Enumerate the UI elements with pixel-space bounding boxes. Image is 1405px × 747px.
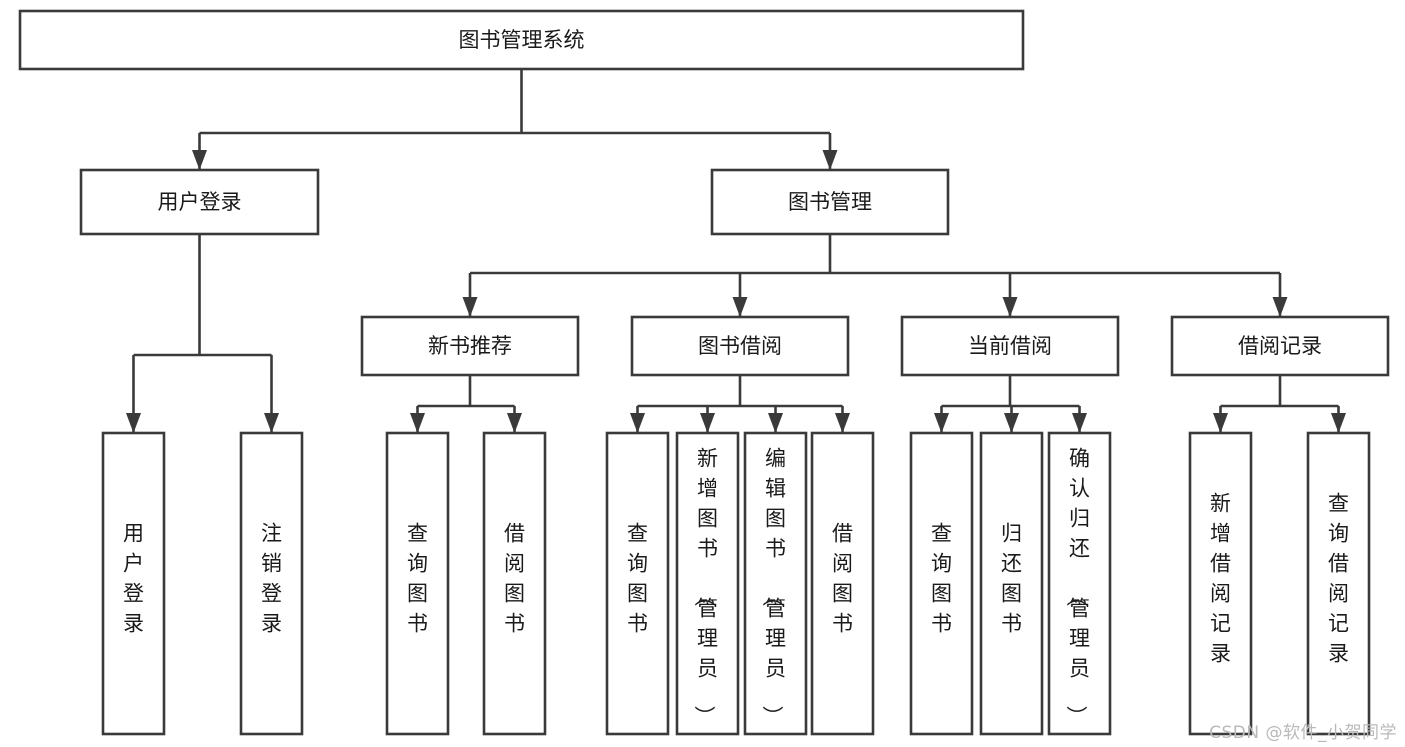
node-box-root[interactable] <box>18 9 1025 71</box>
node-leaf-add-book-admin[interactable]: 新增图书（管理员） <box>675 431 740 736</box>
arrow-head-icon <box>732 297 748 317</box>
node-label-leaf-return-book: 归还图书 <box>1001 522 1022 636</box>
node-label-root: 图书管理系统 <box>459 28 585 52</box>
node-label-current-borrow: 当前借阅 <box>968 334 1052 358</box>
node-box-leaf-borrow-book-2[interactable] <box>810 431 875 736</box>
node-leaf-query-book-2[interactable]: 查询图书 <box>605 431 670 736</box>
arrow-head-icon <box>1213 413 1228 433</box>
node-label-leaf-confirm-return-admin: 确认归还（管理员） <box>1064 447 1090 727</box>
node-box-leaf-query-book-1[interactable] <box>385 431 450 736</box>
node-new-book-recommend[interactable]: 新书推荐 <box>360 315 580 377</box>
node-label-new-book-recommend: 新书推荐 <box>428 334 512 358</box>
node-box-leaf-return-book[interactable] <box>979 431 1044 736</box>
node-label-leaf-query-book-2: 查询图书 <box>627 522 648 636</box>
node-box-leaf-edit-book-admin[interactable] <box>743 431 808 736</box>
arrow-head-icon <box>822 150 838 170</box>
node-leaf-logout-login[interactable]: 注销登录 <box>239 431 304 736</box>
node-leaf-user-login[interactable]: 用户登录 <box>101 431 166 736</box>
node-leaf-confirm-return-admin[interactable]: 确认归还（管理员） <box>1047 431 1112 736</box>
arrow-head-icon <box>1004 413 1019 433</box>
node-leaf-return-book[interactable]: 归还图书 <box>979 431 1044 736</box>
node-leaf-add-borrow-record[interactable]: 新增借阅记录 <box>1188 431 1253 736</box>
node-book-borrow[interactable]: 图书借阅 <box>630 315 850 377</box>
arrow-head-icon <box>768 413 783 433</box>
node-box-leaf-user-login[interactable] <box>101 431 166 736</box>
arrow-head-icon <box>1072 413 1087 433</box>
node-label-book-borrow: 图书借阅 <box>698 334 782 358</box>
node-box-leaf-query-book-2[interactable] <box>605 431 670 736</box>
node-label-leaf-edit-book-admin: 编辑图书（管理员） <box>760 447 786 727</box>
node-current-borrow[interactable]: 当前借阅 <box>900 315 1120 377</box>
node-box-leaf-add-book-admin[interactable] <box>675 431 740 736</box>
arrow-head-icon <box>1331 413 1346 433</box>
node-label-leaf-add-borrow-record: 新增借阅记录 <box>1210 492 1231 666</box>
node-book-management[interactable]: 图书管理 <box>710 168 950 236</box>
node-label-book-management: 图书管理 <box>788 190 872 214</box>
node-leaf-query-borrow-record[interactable]: 查询借阅记录 <box>1306 431 1371 736</box>
nodes-layer: 图书管理系统用户登录图书管理新书推荐图书借阅当前借阅借阅记录用户登录注销登录查询… <box>18 9 1390 736</box>
node-leaf-query-book-1[interactable]: 查询图书 <box>385 431 450 736</box>
arrow-head-icon <box>1272 297 1288 317</box>
arrow-head-icon <box>507 413 522 433</box>
node-label-leaf-logout-login: 注销登录 <box>261 522 282 636</box>
node-box-borrow-record[interactable] <box>1170 315 1390 377</box>
arrow-head-icon <box>462 297 478 317</box>
arrow-head-icon <box>934 413 949 433</box>
node-label-leaf-borrow-book-2: 借阅图书 <box>832 522 853 636</box>
node-label-leaf-query-borrow-record: 查询借阅记录 <box>1328 492 1349 666</box>
node-label-leaf-user-login: 用户登录 <box>123 522 144 636</box>
node-leaf-borrow-book-1[interactable]: 借阅图书 <box>482 431 547 736</box>
node-box-leaf-add-borrow-record[interactable] <box>1188 431 1253 736</box>
arrow-head-icon <box>835 413 850 433</box>
node-root[interactable]: 图书管理系统 <box>18 9 1025 71</box>
node-label-leaf-add-book-admin: 新增图书（管理员） <box>692 447 718 727</box>
node-label-leaf-borrow-book-1: 借阅图书 <box>504 522 525 636</box>
node-box-new-book-recommend[interactable] <box>360 315 580 377</box>
node-box-leaf-confirm-return-admin[interactable] <box>1047 431 1112 736</box>
node-label-user-login: 用户登录 <box>158 190 242 214</box>
arrow-head-icon <box>192 150 207 170</box>
node-box-book-management[interactable] <box>710 168 950 236</box>
node-user-login[interactable]: 用户登录 <box>79 168 320 236</box>
arrow-head-icon <box>264 413 279 433</box>
arrow-head-icon <box>700 413 715 433</box>
node-label-borrow-record: 借阅记录 <box>1238 334 1322 358</box>
node-box-leaf-query-book-3[interactable] <box>909 431 974 736</box>
arrow-head-icon <box>630 413 645 433</box>
node-label-leaf-query-book-1: 查询图书 <box>407 522 428 636</box>
node-box-leaf-borrow-book-1[interactable] <box>482 431 547 736</box>
node-box-book-borrow[interactable] <box>630 315 850 377</box>
node-leaf-edit-book-admin[interactable]: 编辑图书（管理员） <box>743 431 808 736</box>
node-box-current-borrow[interactable] <box>900 315 1120 377</box>
watermark-label: CSDN @软件_小贺同学 <box>1209 723 1397 743</box>
node-leaf-borrow-book-2[interactable]: 借阅图书 <box>810 431 875 736</box>
node-leaf-query-book-3[interactable]: 查询图书 <box>909 431 974 736</box>
arrow-head-icon <box>410 413 425 433</box>
node-box-leaf-logout-login[interactable] <box>239 431 304 736</box>
node-box-leaf-query-borrow-record[interactable] <box>1306 431 1371 736</box>
arrow-head-icon <box>126 413 141 433</box>
connectors-layer <box>126 69 1346 433</box>
node-borrow-record[interactable]: 借阅记录 <box>1170 315 1390 377</box>
node-label-leaf-query-book-3: 查询图书 <box>931 522 952 636</box>
node-box-user-login[interactable] <box>79 168 320 236</box>
arrow-head-icon <box>1002 297 1018 317</box>
